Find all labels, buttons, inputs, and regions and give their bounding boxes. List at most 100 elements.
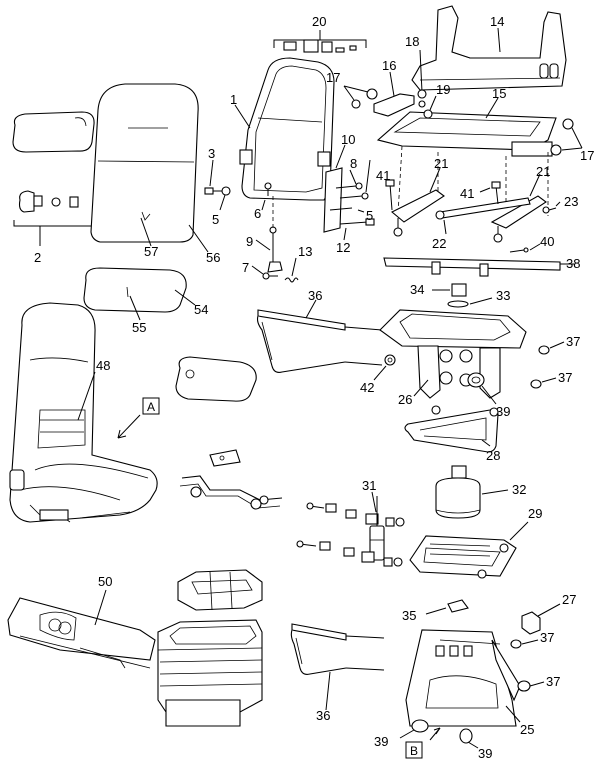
bushings-37-lower [510,639,531,692]
callout-32: 32 [512,482,526,497]
callout-37-a: 37 [566,334,580,349]
seat-cushion [83,267,187,313]
shock-hardware-lower [296,540,403,567]
callout-28: 28 [486,448,500,463]
bellows-cover-top [177,569,263,611]
callout-6: 6 [254,206,261,221]
nut-19 [423,109,433,119]
callout-37-d: 37 [546,674,560,689]
tray-assembly [7,597,156,669]
callout-13: 13 [298,244,312,259]
pin-40 [509,247,529,253]
callout-27: 27 [562,592,576,607]
nut-42 [384,354,396,366]
seat-back-cushion [90,83,199,243]
callout-48: 48 [96,358,110,373]
washer-33 [447,300,469,308]
callout-16: 16 [382,58,396,73]
callout-20: 20 [312,14,326,29]
screw-3 [204,187,222,195]
view-a-callout: A [142,397,160,415]
upper-housing-26 [379,309,527,399]
scissor-frame-29 [409,535,517,579]
cross-bar-36-lower [290,623,385,675]
view-a-label: A [147,400,155,414]
callout-39-lower-left: 39 [374,734,388,749]
linkage-rod [179,475,283,510]
screw-7 [262,272,278,280]
slide-rail-21-left [391,189,445,237]
callout-1: 1 [230,92,237,107]
scissor-frame-28 [404,405,499,453]
callout-38: 38 [566,256,580,271]
callout-22: 22 [432,236,446,251]
spring-13 [284,277,299,283]
callout-41-right: 41 [460,186,474,201]
bracket-38 [383,257,561,277]
bolt-41-left [385,179,395,211]
side-plate-10 [323,167,343,233]
seat-pan-14 [411,5,567,91]
air-spring-32 [435,465,481,519]
callout-39-upper: 39 [496,404,510,419]
callout-14: 14 [490,14,504,29]
callout-36-lower: 36 [316,708,330,723]
callout-26: 26 [398,392,412,407]
knob-assembly [18,190,79,213]
view-b-callout: B [405,741,423,759]
bushings-37-upper [530,345,550,389]
screw-23 [542,206,557,214]
plugs-17 [351,88,574,156]
callout-8: 8 [350,156,357,171]
callout-37-b: 37 [558,370,572,385]
shock-absorber-31 [369,496,385,561]
block-34 [451,283,467,297]
callout-35: 35 [402,608,416,623]
callout-3: 3 [208,146,215,161]
complete-seat-assembly [9,302,158,523]
callout-37-c: 37 [540,630,554,645]
bracket-2 [13,220,101,227]
callout-25: 25 [520,722,534,737]
callout-55: 55 [132,320,146,335]
washer-5-left [221,186,231,196]
shock-hardware-upper [306,502,405,527]
callout-40: 40 [540,234,554,249]
callout-5-left: 5 [212,212,219,227]
callout-29: 29 [528,506,542,521]
bolt-18 [417,49,427,108]
callout-39-lower-right: 39 [478,746,492,761]
lever-9 [267,226,283,273]
callout-21-right: 21 [536,164,550,179]
armrest-pad [175,356,257,402]
callout-57: 57 [144,244,158,259]
bolts-8 [329,182,369,211]
callout-2: 2 [34,250,41,265]
view-b-label: B [410,744,418,758]
bolt-12 [339,218,375,226]
callout-23: 23 [564,194,578,209]
callout-36-upper: 36 [308,288,322,303]
callout-41-left: 41 [376,168,390,183]
cross-bar-36-upper [256,309,383,373]
base-25 [405,629,521,727]
bellows-boot [157,619,263,727]
callout-15: 15 [492,86,506,101]
callout-19: 19 [436,82,450,97]
callout-9: 9 [246,234,253,249]
bushings-39-upper [467,372,485,388]
clip-35 [447,599,469,613]
bumper-27 [521,611,541,635]
seat-back-frame [239,57,335,201]
bushings-39-lower [411,719,473,744]
adjuster-bar-22 [435,197,531,220]
callout-21-left: 21 [434,156,448,171]
callout-33: 33 [496,288,510,303]
callout-18: 18 [405,34,419,49]
callout-7: 7 [242,260,249,275]
support-16 [373,93,415,117]
head-rest-pad [12,111,95,153]
callout-54: 54 [194,302,208,317]
callout-5-right: 5 [366,208,373,223]
